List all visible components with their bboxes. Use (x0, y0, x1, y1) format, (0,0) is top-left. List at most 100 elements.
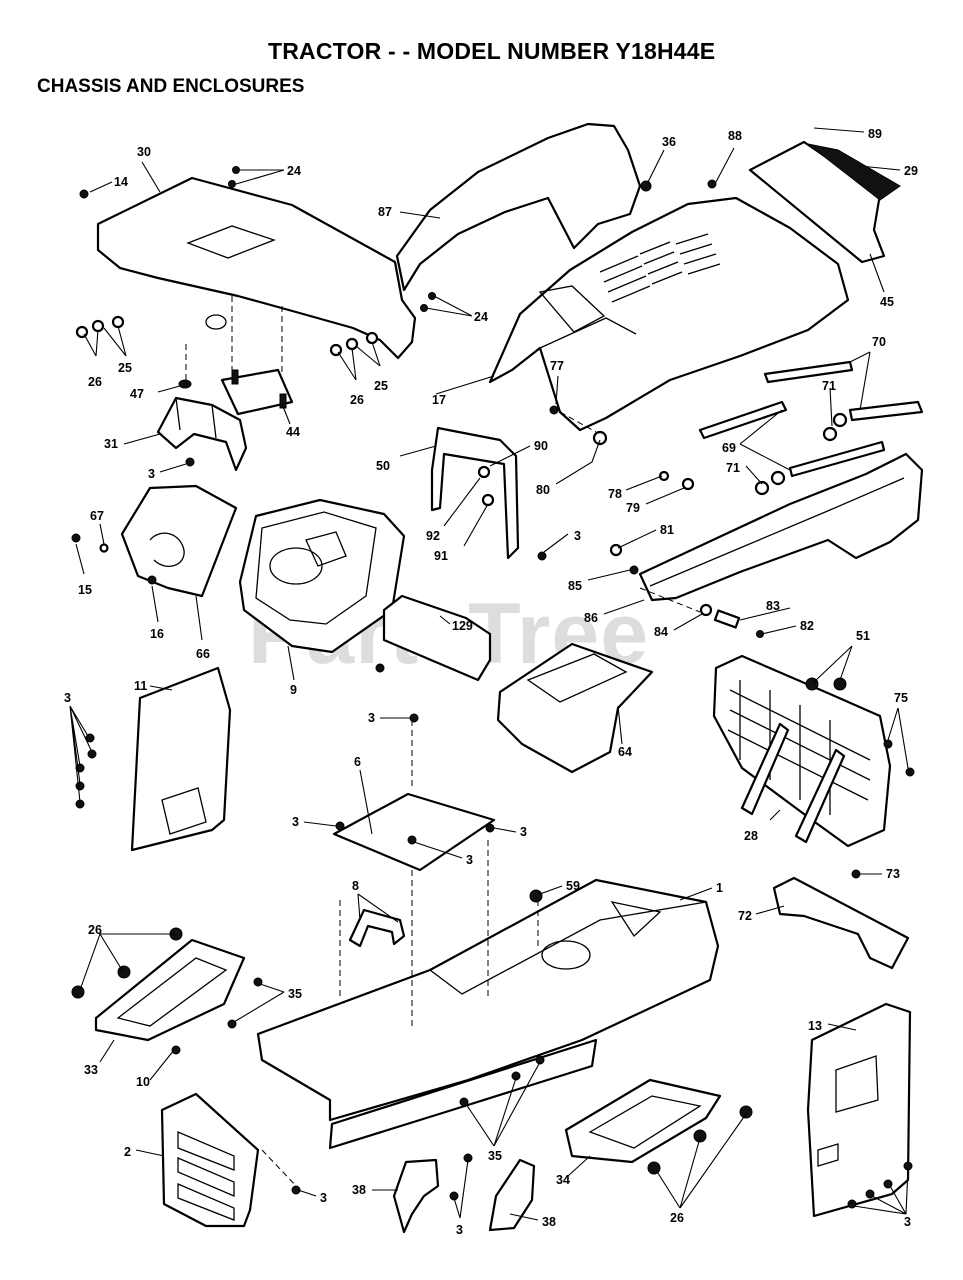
callout-88: 88 (728, 129, 742, 143)
part-33-footrest (94, 938, 246, 1042)
part-70-bracket (763, 360, 924, 422)
callout-13: 13 (808, 1019, 822, 1033)
callout-30: 30 (137, 145, 151, 159)
callout-72: 72 (738, 909, 752, 923)
callout-36: 36 (662, 135, 676, 149)
callout-3: 3 (148, 467, 155, 481)
callout-24: 24 (287, 164, 301, 178)
callout-2: 2 (124, 1145, 131, 1159)
callout-35: 35 (488, 1149, 502, 1163)
callout-38: 38 (542, 1215, 556, 1229)
callout-59: 59 (566, 879, 580, 893)
part-17-hood (488, 196, 850, 432)
callout-3: 3 (574, 529, 581, 543)
callout-71: 71 (726, 461, 740, 475)
part-34-footrest (564, 1078, 722, 1164)
callout-25: 25 (374, 379, 388, 393)
part-66-shield (120, 484, 238, 598)
callout-86: 86 (584, 611, 598, 625)
callout-80: 80 (536, 483, 550, 497)
callout-38: 38 (352, 1183, 366, 1197)
callout-84: 84 (654, 625, 668, 639)
hardware (71, 166, 915, 1209)
part-30-dash-cover (96, 176, 417, 360)
part-44-plate (220, 368, 294, 416)
callout-73: 73 (886, 867, 900, 881)
leader-lines (69, 127, 909, 1221)
part-1-frame (256, 878, 720, 1150)
callout-3: 3 (64, 691, 71, 705)
callout-26: 26 (670, 1211, 684, 1225)
callout-77: 77 (550, 359, 564, 373)
callout-79: 79 (626, 501, 640, 515)
part-28-screen-assembly (712, 654, 892, 848)
callout-25: 25 (118, 361, 132, 375)
callout-29: 29 (904, 164, 918, 178)
callout-51: 51 (856, 629, 870, 643)
callout-82: 82 (800, 619, 814, 633)
callout-50: 50 (376, 459, 390, 473)
callout-10: 10 (136, 1075, 150, 1089)
callout-44: 44 (286, 425, 300, 439)
callout-129: 129 (452, 619, 473, 633)
part-13-side-panel (806, 1002, 912, 1218)
callout-labels: 30 14 24 24 26 25 26 25 47 44 31 3 87 36… (64, 127, 918, 1237)
part-72-bracket (772, 876, 910, 970)
callout-31: 31 (104, 437, 118, 451)
callout-3: 3 (456, 1223, 463, 1237)
callout-69: 69 (722, 441, 736, 455)
callout-14: 14 (114, 175, 128, 189)
callout-6: 6 (354, 755, 361, 769)
callout-83: 83 (766, 599, 780, 613)
callout-3: 3 (292, 815, 299, 829)
part-64-mount (496, 642, 654, 774)
callout-85: 85 (568, 579, 582, 593)
callout-75: 75 (894, 691, 908, 705)
part-38-bracket-right (488, 1158, 536, 1232)
callout-81: 81 (660, 523, 674, 537)
part-47-grommet (178, 379, 192, 389)
callout-66: 66 (196, 647, 210, 661)
part-69-rods (698, 400, 886, 478)
part-31-bracket (156, 396, 248, 472)
part-50-bracket (430, 426, 520, 560)
callout-26: 26 (350, 393, 364, 407)
callout-17: 17 (432, 393, 446, 407)
part-29-grille (748, 140, 901, 264)
callout-47: 47 (130, 387, 144, 401)
part-129-panel (382, 594, 492, 682)
callout-87: 87 (378, 205, 392, 219)
callout-24: 24 (474, 310, 488, 324)
callout-9: 9 (290, 683, 297, 697)
callout-35: 35 (288, 987, 302, 1001)
page-title: TRACTOR - - MODEL NUMBER Y18H44E (268, 38, 716, 64)
callout-78: 78 (608, 487, 622, 501)
part-87-side-panel (395, 122, 642, 292)
callout-45: 45 (880, 295, 894, 309)
callout-26: 26 (88, 923, 102, 937)
callout-11: 11 (134, 679, 147, 693)
callout-34: 34 (556, 1173, 570, 1187)
callout-15: 15 (78, 583, 92, 597)
part-86-bumper (638, 452, 924, 602)
callout-67: 67 (90, 509, 104, 523)
callout-71: 71 (822, 379, 836, 393)
callout-3: 3 (368, 711, 375, 725)
callout-16: 16 (150, 627, 164, 641)
part-11-side-panel (130, 666, 232, 852)
callout-90: 90 (534, 439, 548, 453)
part-8-clip (348, 908, 406, 948)
callout-8: 8 (352, 879, 359, 893)
callout-3: 3 (466, 853, 473, 867)
part-2-rear-plate (160, 1092, 260, 1228)
callout-3: 3 (904, 1215, 911, 1229)
part-9-console (238, 498, 406, 654)
callout-28: 28 (744, 829, 758, 843)
callout-70: 70 (872, 335, 886, 349)
callout-91: 91 (434, 549, 448, 563)
callout-1: 1 (716, 881, 723, 895)
callout-89: 89 (868, 127, 882, 141)
callout-26: 26 (88, 375, 102, 389)
section-title: CHASSIS AND ENCLOSURES (37, 76, 305, 97)
